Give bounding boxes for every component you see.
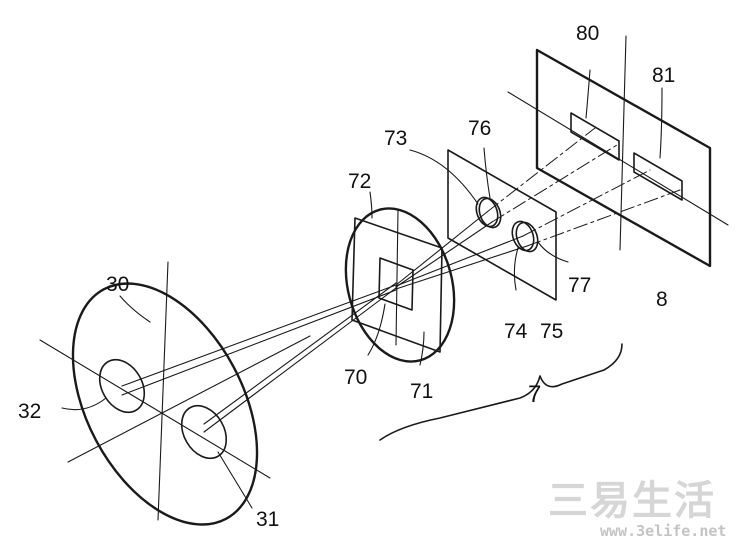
label-76: 76 xyxy=(468,117,491,140)
leader-73 xyxy=(409,149,479,205)
hole-31 xyxy=(180,404,228,460)
disc-30-outline xyxy=(71,282,259,526)
label-74: 74 xyxy=(504,320,528,343)
brace-7 xyxy=(379,343,623,441)
leader-80 xyxy=(585,69,591,119)
label-7: 7 xyxy=(528,381,541,408)
label-30: 30 xyxy=(106,273,129,296)
leader-76 xyxy=(483,147,491,199)
leader-30 xyxy=(119,295,151,323)
opening-76-outer xyxy=(475,196,499,228)
detector-80 xyxy=(570,112,620,161)
leader-74 xyxy=(513,247,519,291)
label-81: 81 xyxy=(652,64,675,87)
plate-71 xyxy=(351,217,443,353)
lens-vertical-axis xyxy=(395,209,399,346)
label-70: 70 xyxy=(344,366,367,389)
leader-77 xyxy=(537,241,569,263)
ray-31-lower xyxy=(203,282,397,425)
disc-30-cross-axis xyxy=(67,335,311,463)
leader-lines xyxy=(61,69,663,509)
label-77: 77 xyxy=(568,274,591,297)
disc-30 xyxy=(39,261,311,526)
dash-ray-77-81-a xyxy=(522,169,651,237)
dash-ray-77-81-b xyxy=(526,189,681,247)
disc-30-horizontal-axis xyxy=(39,339,271,479)
sensor-plate-8 xyxy=(507,35,729,268)
plate-8-horizontal-axis xyxy=(507,91,729,226)
ray-31-upper xyxy=(203,287,397,433)
ray-to-76-b xyxy=(395,221,493,288)
label-71: 71 xyxy=(410,380,433,403)
reference-labels: 30 31 32 70 71 72 73 74 75 76 77 80 81 8… xyxy=(18,22,675,531)
beam-lines xyxy=(121,127,681,433)
label-32: 32 xyxy=(18,400,41,423)
detector-81 xyxy=(633,152,683,201)
opening-77-inner xyxy=(515,221,539,253)
mask-75 xyxy=(447,149,557,301)
label-73: 73 xyxy=(384,127,407,150)
leader-31 xyxy=(217,451,253,509)
label-8: 8 xyxy=(656,288,668,311)
ray-to-76-a xyxy=(395,211,488,286)
leader-32 xyxy=(61,397,107,411)
label-75: 75 xyxy=(540,320,563,343)
ray-to-77-b xyxy=(395,245,528,290)
plate-8-outline xyxy=(535,48,712,268)
watermark-url: www.3elife.net xyxy=(600,522,726,540)
opening-76-inner xyxy=(478,197,502,229)
leader-71 xyxy=(419,331,425,366)
label-72: 72 xyxy=(348,170,371,193)
leader-72 xyxy=(369,191,373,219)
label-80: 80 xyxy=(576,22,599,45)
ray-to-77-a xyxy=(395,235,524,287)
plate-8-vertical-axis xyxy=(619,35,627,251)
leader-70 xyxy=(367,303,386,356)
leader-81 xyxy=(659,87,663,159)
watermark: 三易生活 www.3elife.net xyxy=(548,478,726,540)
label-31: 31 xyxy=(256,508,279,531)
watermark-brand: 三易生活 xyxy=(548,478,716,524)
mask-75-outline xyxy=(447,149,557,301)
ray-32-upper xyxy=(121,284,397,387)
dash-ray-76-80-a xyxy=(486,127,596,213)
disc-30-vertical-axis xyxy=(157,261,169,521)
hole-32 xyxy=(98,358,146,414)
ray-32-lower xyxy=(121,289,397,396)
aperture-70 xyxy=(378,257,414,311)
